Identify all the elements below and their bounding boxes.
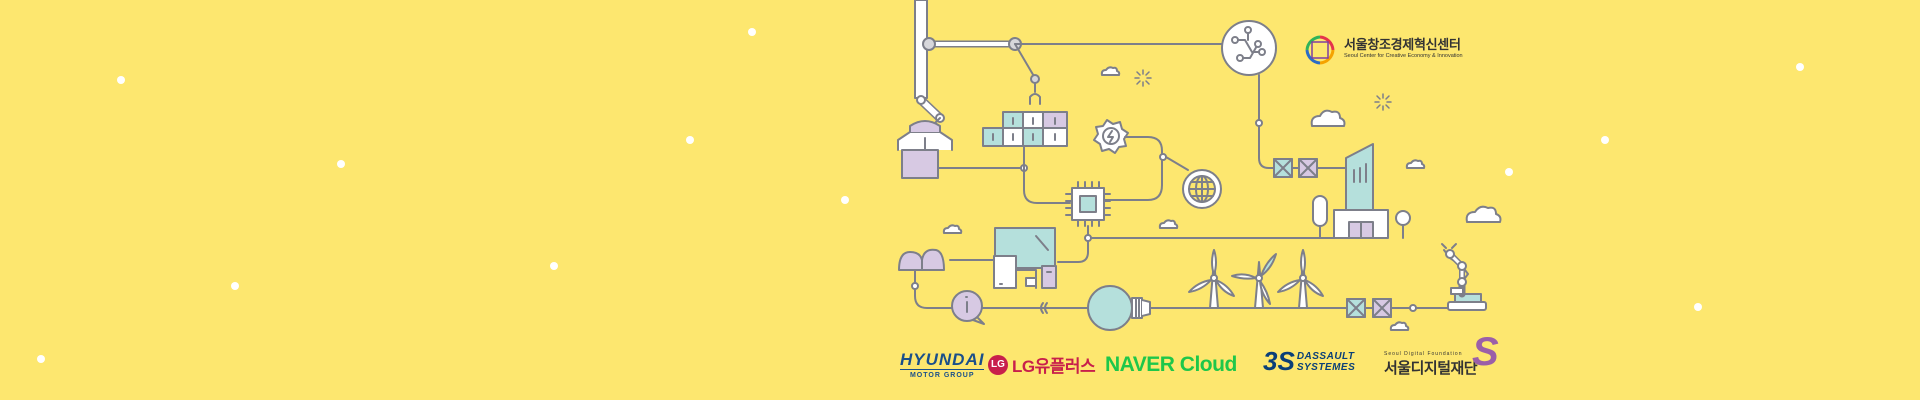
center-name-ko: 서울창조경제혁신센터	[1344, 37, 1461, 52]
hyundai-name: HYUNDAI	[900, 350, 985, 370]
cloud-icon	[1158, 219, 1179, 229]
lamp-icon	[1395, 210, 1411, 239]
crossed-boxes	[1273, 158, 1318, 178]
dassault-line1: DASSAULT	[1296, 350, 1355, 362]
center-name-en: Seoul Center for Creative Economy & Inno…	[1344, 53, 1463, 59]
tree-icon	[1312, 195, 1328, 239]
decor-dot	[117, 76, 125, 84]
cloud-icon	[1465, 205, 1502, 223]
lg-badge-icon: LG	[988, 354, 1008, 375]
decor-dot	[231, 282, 239, 290]
cloud-icon	[942, 224, 963, 234]
building-icon	[1333, 143, 1389, 239]
globe-icon	[1182, 169, 1222, 209]
cloud-icon	[1405, 159, 1426, 169]
cloud-icon	[1310, 109, 1346, 127]
network-hub-icon	[1221, 20, 1277, 76]
naver-cloud-logo: NAVER Cloud	[1105, 353, 1237, 376]
robot-arm-icon	[914, 0, 945, 129]
center-logo-mark	[1305, 35, 1335, 65]
decor-dot	[550, 262, 558, 270]
decor-dot	[686, 136, 694, 144]
dassault-line2: SYSTEMES	[1296, 361, 1356, 373]
sdf-name-ko: 서울디지털재단	[1384, 360, 1478, 377]
info-icon	[951, 290, 985, 325]
wind-turbine-icon	[1231, 253, 1277, 309]
cloud-icon	[1100, 66, 1121, 76]
lightning-sun-icon	[1093, 119, 1129, 154]
sdf-name-en: Seoul Digital Foundation	[1384, 351, 1463, 357]
decor-dot	[1505, 168, 1513, 176]
decor-dot	[841, 196, 849, 204]
lg-uplus-name: LG유플러스	[1012, 357, 1096, 376]
decor-dot	[1694, 303, 1702, 311]
lightbulb-icon	[1087, 285, 1151, 331]
cube-blocks-icon	[982, 111, 1068, 147]
lg-uplus-logo: LG LG유플러스	[988, 352, 1096, 377]
hyundai-logo: HYUNDAI MOTOR GROUP	[900, 350, 985, 379]
gripper-icon	[1029, 93, 1041, 105]
sdf-mark-icon: S	[1472, 330, 1499, 374]
package-box-icon	[897, 120, 953, 179]
wind-turbine-icon	[1277, 249, 1324, 309]
hyundai-sub: MOTOR GROUP	[909, 372, 975, 379]
robot-assembly-icon	[1441, 243, 1487, 311]
decor-dot	[37, 355, 45, 363]
seoul-digital-foundation-logo: Seoul Digital Foundation 서울디지털재단 S	[1384, 332, 1499, 378]
center-logo: 서울창조경제혁신센터 Seoul Center for Creative Eco…	[1340, 38, 1463, 60]
decor-dot	[337, 160, 345, 168]
chip-icon	[1065, 181, 1111, 227]
computer-icon	[993, 227, 1057, 289]
decor-dot	[1796, 63, 1804, 71]
decor-dot	[1601, 136, 1609, 144]
dassault-mark-icon: 3S	[1263, 346, 1295, 376]
sparkle-icon	[1374, 93, 1392, 111]
sparkle-icon	[1134, 69, 1152, 87]
decor-dot	[748, 28, 756, 36]
dassault-logo: 3S DASSAULT SYSTEMES	[1263, 346, 1355, 377]
cloud-icon	[1389, 321, 1410, 331]
wind-turbine-icon	[1188, 249, 1235, 309]
dome-icon	[898, 248, 945, 271]
